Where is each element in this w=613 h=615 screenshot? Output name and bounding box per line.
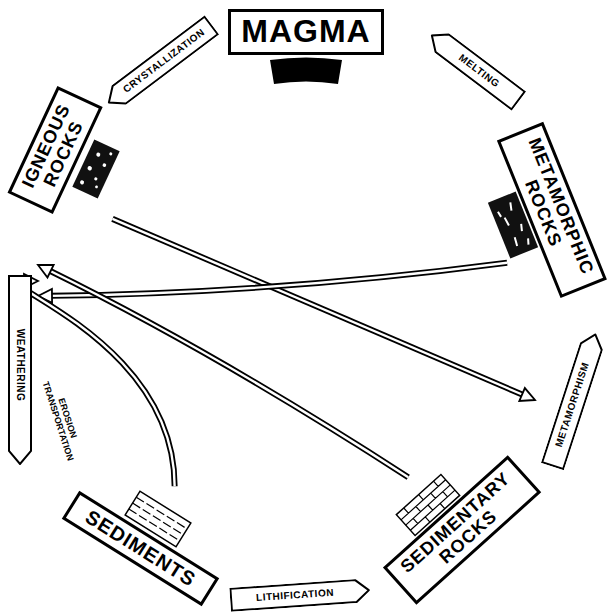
igneous-speck [95,185,99,189]
arrow-inner [49,270,408,477]
igneous-speck [109,152,113,156]
process-arrow: CRYSTALLIZATION [101,15,219,112]
rock-banner: SEDIMENTARY ROCKS [383,455,541,604]
igneous-speck [79,180,84,185]
process-text: CRYSTALLIZATION [114,19,215,103]
arrow-head [519,388,535,401]
rock-banner: SEDIMENTS [61,490,218,605]
process-arrow: LITHIFICATION [229,578,370,612]
arrow-outline [9,276,31,464]
arrow-head [38,265,54,278]
arrow-outline [230,579,369,611]
arrow-inner [112,219,523,395]
arrow-outline [102,17,217,112]
arrow-inner [18,281,174,486]
cycle-arrow [38,263,507,303]
cycle-arrow [38,265,408,477]
banner-text: MAGMA [239,15,373,49]
igneous-speck [94,177,98,181]
process-note: EROSION TRANSPORTATION [38,371,86,468]
banner-text: IGNEOUS ROCKS [18,98,93,201]
process-arrow: MELTING [424,25,526,110]
process-arrow: METAMORPHISM [541,330,607,471]
arrow-outline [542,331,606,469]
igneous-speck [96,152,101,157]
banner-text: SEDIMENTS [74,501,206,595]
igneous-speck [87,165,93,171]
process-arrow: WEATHERING [8,275,32,465]
arrow-outline [18,281,174,486]
cycle-arrow [112,219,534,401]
note-text: EROSION TRANSPORTATION [38,371,86,468]
arrow-inner [50,263,507,296]
cycle-arrow [18,274,174,486]
process-text: WEATHERING [8,281,32,449]
rock-banner: MAGMA [228,9,384,55]
process-text: MELTING [437,35,522,107]
arrow-outline [50,263,507,296]
rock-banner: IGNEOUS ROCKS [8,86,103,214]
arrow-outline [425,27,524,110]
magma-patch [270,58,342,85]
process-text: LITHIFICATION [235,579,354,611]
igneous-speck [102,163,107,168]
banner-text: METAMORPHIC ROCKS [507,134,597,285]
rock-banner: METAMORPHIC ROCKS [497,122,607,298]
arrow-outline [49,270,408,477]
arrow-outline [112,219,523,395]
process-text: METAMORPHISM [543,345,602,465]
banner-text: SEDIMENTARY ROCKS [395,467,529,593]
